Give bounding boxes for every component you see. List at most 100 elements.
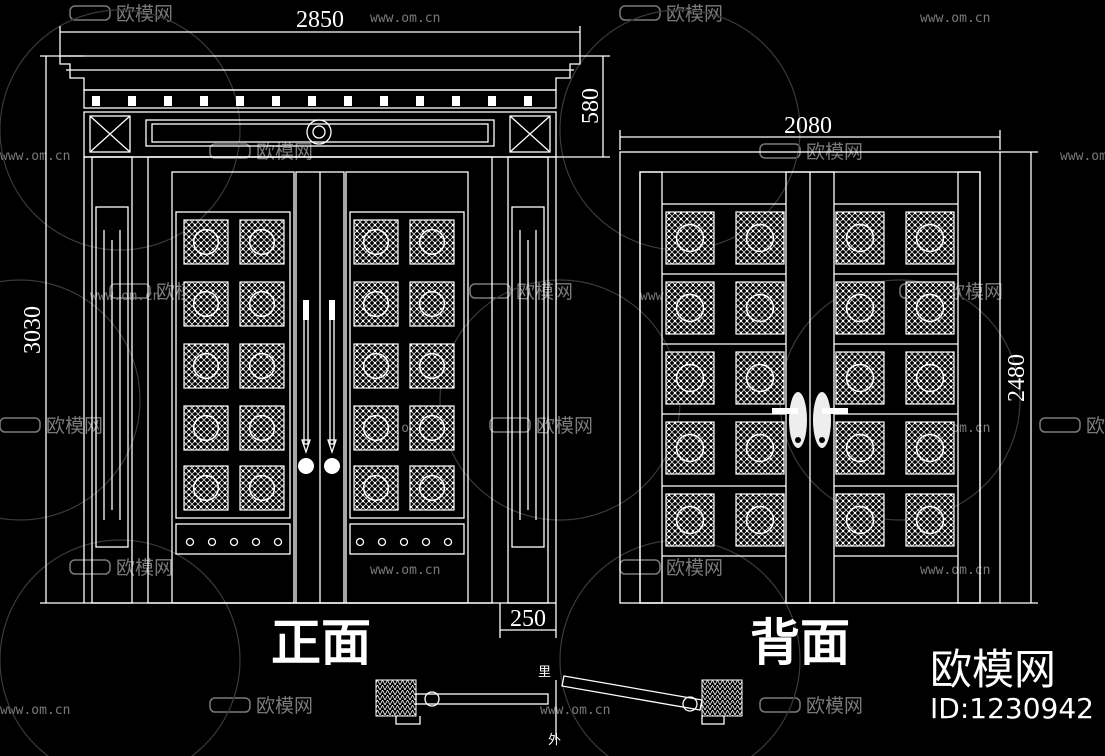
carved-panel — [905, 211, 955, 265]
back-height-dim: 2480 — [1004, 354, 1030, 402]
carved-panel — [353, 343, 399, 389]
door-stud — [355, 537, 365, 547]
door-stud — [185, 537, 195, 547]
panel-rosette — [915, 293, 945, 323]
back-door-handles — [772, 392, 848, 448]
front-door-handles — [298, 300, 340, 474]
panel-rosette — [192, 228, 220, 256]
carved-panel — [665, 211, 715, 265]
carved-panel — [735, 493, 785, 547]
dentil — [236, 96, 244, 106]
watermark-circle — [439, 279, 681, 521]
dentil — [380, 96, 388, 106]
carved-panel — [353, 465, 399, 511]
panel-rosette — [745, 363, 775, 393]
front-height-dim: 3030 — [20, 306, 46, 354]
panel-rosette — [675, 293, 705, 323]
panel-rosette — [675, 505, 705, 535]
panel-rosette — [418, 228, 446, 256]
front-cornice-dim: 580 — [578, 88, 604, 124]
carved-panel — [409, 465, 455, 511]
back-door-rails — [662, 203, 958, 557]
dentil — [272, 96, 280, 106]
brand-id: ID:1230942 — [930, 692, 1094, 725]
watermark-url: www.om.cn — [1060, 149, 1105, 164]
carved-panel — [239, 343, 285, 389]
panel-rosette — [845, 223, 875, 253]
watermark-sofa-icon — [209, 143, 251, 159]
carved-panel — [665, 421, 715, 475]
watermark-sofa-icon — [69, 559, 111, 575]
carved-panel — [905, 421, 955, 475]
panel-rosette — [362, 290, 390, 318]
watermark-url: www.om.cn — [540, 703, 610, 718]
watermark-text: 欧模网 — [256, 141, 313, 163]
carved-panel — [665, 351, 715, 405]
door-stud — [421, 537, 431, 547]
panel-rosette — [675, 433, 705, 463]
carved-panel — [835, 421, 885, 475]
panel-rosette — [418, 352, 446, 380]
panel-rosette — [248, 352, 276, 380]
carved-panel — [665, 493, 715, 547]
carved-panel — [735, 281, 785, 335]
panel-rosette — [845, 433, 875, 463]
watermark-sofa-icon — [469, 283, 511, 299]
dentil — [452, 96, 460, 106]
door-stud — [251, 537, 261, 547]
watermark-circle — [0, 279, 141, 521]
watermark-sofa-icon — [0, 417, 41, 433]
dentil — [344, 96, 352, 106]
front-dentils — [92, 96, 532, 106]
panel-rosette — [745, 505, 775, 535]
watermark-sofa-icon — [489, 417, 531, 433]
watermark-text: 欧模网 — [46, 415, 103, 437]
front-door-studs — [185, 537, 453, 547]
carved-panel — [239, 219, 285, 265]
carved-panel — [835, 351, 885, 405]
door-stud — [399, 537, 409, 547]
watermark-url: www.om.cn — [90, 289, 160, 304]
panel-rosette — [362, 352, 390, 380]
dentil — [524, 96, 532, 106]
panel-rosette — [845, 363, 875, 393]
door-stud — [229, 537, 239, 547]
back-elevation: 2080 2480 背面 — [619, 113, 1038, 672]
carved-panel — [183, 343, 229, 389]
panel-rosette — [915, 433, 945, 463]
watermark-sofa-icon — [1039, 417, 1081, 433]
watermark-url: www.om.cn — [0, 149, 70, 164]
watermark-url: www.om.cn — [370, 11, 440, 26]
plan-view: 里 外 — [375, 665, 743, 748]
dentil — [164, 96, 172, 106]
panel-rosette — [845, 505, 875, 535]
door-stud — [273, 537, 283, 547]
carved-panel — [905, 493, 955, 547]
carved-panel — [239, 405, 285, 451]
watermark-text: 欧模网 — [116, 557, 173, 579]
carved-panel — [409, 281, 455, 327]
watermark-text: 欧模网 — [256, 695, 313, 717]
watermark-text: 欧模网 — [946, 281, 1003, 303]
carved-panel — [183, 281, 229, 327]
back-title: 背面 — [750, 614, 850, 672]
panel-rosette — [675, 223, 705, 253]
carved-panel — [239, 465, 285, 511]
watermark-url: www.om.cn — [920, 563, 990, 578]
panel-rosette — [362, 414, 390, 442]
watermark-circle — [0, 539, 241, 756]
dentil — [92, 96, 100, 106]
watermark-sofa-icon — [109, 283, 151, 299]
watermark-text: 欧模网 — [1086, 415, 1105, 437]
watermark-sofa-icon — [209, 697, 251, 713]
dentil — [128, 96, 136, 106]
watermark-sofa-icon — [619, 5, 661, 21]
panel-rosette — [745, 293, 775, 323]
door-stud — [443, 537, 453, 547]
panel-rosette — [915, 363, 945, 393]
dentil — [200, 96, 208, 106]
carved-panel — [665, 281, 715, 335]
carved-panel — [409, 343, 455, 389]
panel-rosette — [192, 352, 220, 380]
